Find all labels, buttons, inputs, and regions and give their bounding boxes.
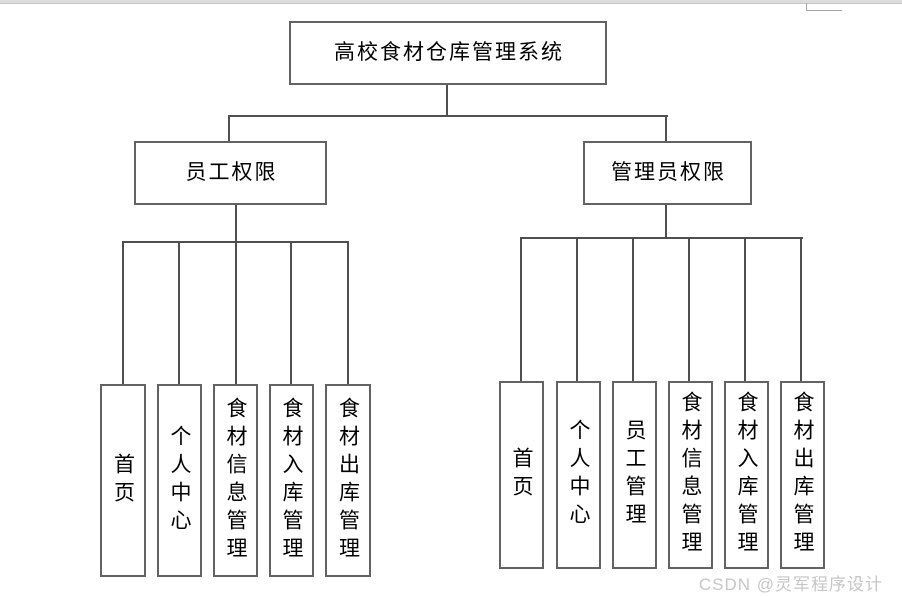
connector-leaf-drop [347,241,349,384]
connector-leaf-drop [122,241,124,384]
leaf-node: 食材入库管理 [269,384,314,577]
branch-node-employee: 员工权限 [134,141,327,205]
page-corner-mark [806,10,842,11]
branch-node-label: 管理员权限 [611,160,726,185]
leaf-node-label: 个人中心 [567,419,591,531]
leaf-node: 食材信息管理 [213,384,258,577]
branch-node-admin: 管理员权限 [583,141,752,205]
connector-level1-bar [228,115,668,117]
leaf-node-label: 员工管理 [623,419,647,531]
connector-leaf-drop [290,241,292,384]
connector-leaf-drop [688,237,690,381]
leaf-node: 食材出库管理 [780,381,825,569]
page-top-strip [0,0,902,4]
leaf-node: 食材出库管理 [325,384,371,577]
connector-leaf-drop [178,241,180,384]
leaf-node-label: 个人中心 [168,424,192,537]
root-node: 高校食材仓库管理系统 [289,21,607,85]
leaf-node-label: 食材信息管理 [679,391,703,559]
connector-root-drop [446,85,448,116]
leaf-node: 首页 [100,384,146,577]
leaf-node-label: 食材出库管理 [336,396,361,565]
csdn-watermark: CSDN @灵军程序设计 [698,575,883,594]
leaf-node-label: 首页 [111,452,136,509]
connector-leaf-drop [520,237,522,381]
connector-leaf-drop [744,237,746,381]
connector-branch1-stem [235,205,237,384]
connector-leaf-drop [800,237,802,381]
connector-branch2-drop [665,115,667,142]
leaf-node: 首页 [499,381,544,569]
leaf-node: 食材信息管理 [668,381,713,569]
leaf-node-label: 首页 [510,447,534,503]
leaf-node: 员工管理 [612,381,657,569]
leaf-node: 个人中心 [556,381,601,569]
leaf-node-label: 食材入库管理 [280,396,304,565]
leaf-node-label: 食材入库管理 [735,391,759,559]
connector-branch1-drop [228,115,230,142]
connector-branch1-bar [122,241,349,243]
leaf-node: 个人中心 [157,384,202,577]
page-corner-mark [806,3,807,11]
root-node-label: 高校食材仓库管理系统 [334,40,564,65]
leaf-node-label: 食材出库管理 [791,391,815,559]
connector-branch2-bar [520,237,803,239]
branch-node-label: 员工权限 [185,160,278,185]
leaf-node: 食材入库管理 [724,381,769,569]
connector-branch2-stem [665,205,667,239]
connector-leaf-drop [632,237,634,381]
leaf-node-label: 食材信息管理 [224,396,248,565]
connector-leaf-drop [576,237,578,381]
